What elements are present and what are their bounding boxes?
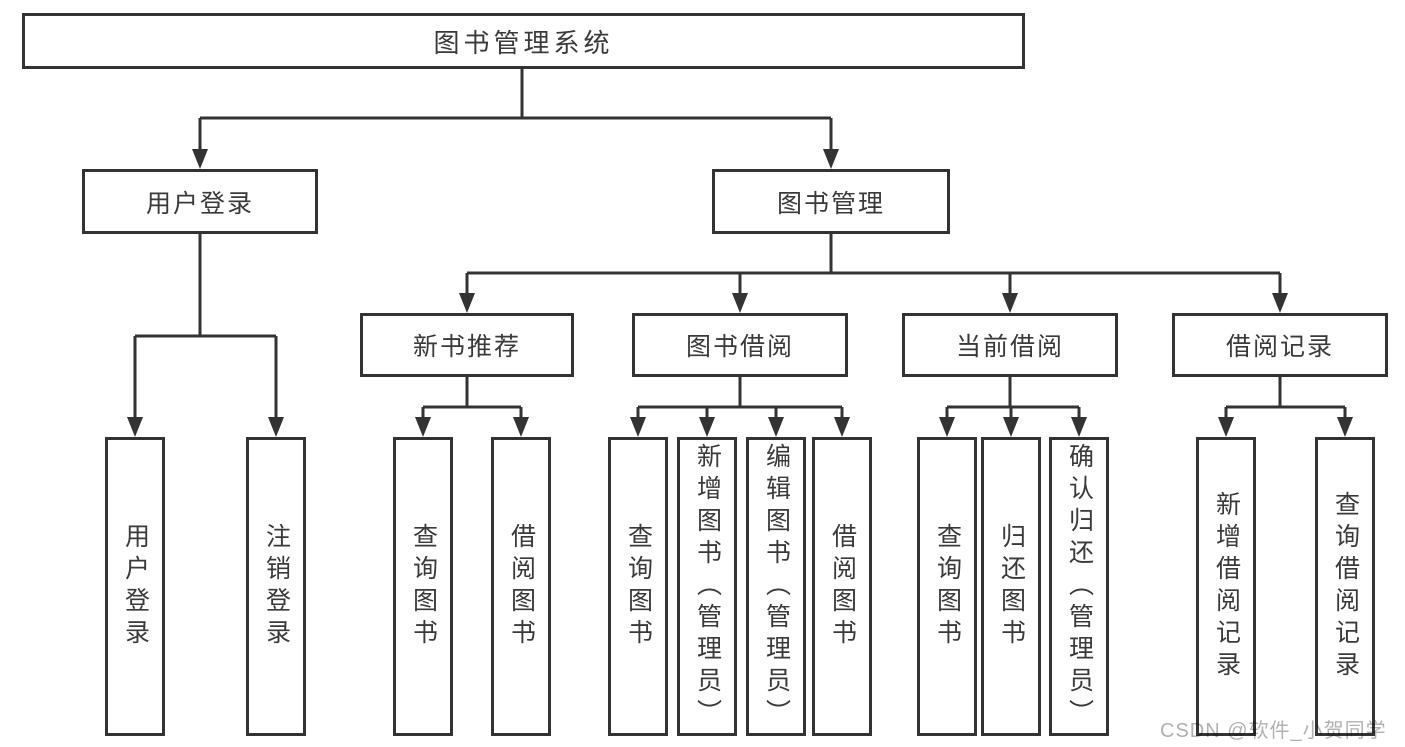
node-leaf-bb-query-book-label: 查询图书: [624, 522, 653, 651]
node-leaf-rec-query-book: 查询图书: [393, 437, 453, 736]
connector-book-mgmt-children: [459, 234, 1288, 313]
node-leaf-cb-confirm-return-label: 确认归还（管理员）: [1065, 442, 1094, 731]
connector-user-login-children: [127, 234, 284, 437]
node-leaf-rec-query-book-label: 查询图书: [409, 522, 438, 651]
node-leaf-bb-borrow-book: 借阅图书: [812, 437, 872, 736]
node-leaf-bb-add-book-label: 新增图书（管理员）: [693, 442, 722, 731]
node-leaf-cb-return-book: 归还图书: [981, 437, 1041, 736]
node-book-management: 图书管理: [712, 169, 950, 234]
node-leaf-cb-return-book-label: 归还图书: [997, 522, 1026, 651]
node-leaf-cb-confirm-return: 确认归还（管理员）: [1049, 437, 1109, 736]
node-leaf-cb-query-book: 查询图书: [917, 437, 977, 736]
node-leaf-br-query-record-label: 查询借阅记录: [1331, 490, 1360, 683]
connector-new-book-rec-children: [415, 377, 529, 437]
node-leaf-logout: 注销登录: [246, 437, 306, 736]
connector-root-to-level2: [192, 68, 839, 169]
node-leaf-bb-edit-book: 编辑图书（管理员）: [746, 437, 806, 736]
node-leaf-user-login: 用户登录: [105, 437, 165, 736]
node-leaf-bb-query-book: 查询图书: [608, 437, 668, 736]
node-current-borrowing: 当前借阅: [902, 313, 1118, 377]
node-leaf-br-query-record: 查询借阅记录: [1315, 437, 1375, 736]
node-leaf-bb-borrow-book-label: 借阅图书: [828, 522, 857, 651]
connector-book-borrow-children: [630, 377, 850, 437]
node-leaf-rec-borrow-book: 借阅图书: [491, 437, 551, 736]
connector-current-borrow-children: [939, 377, 1087, 437]
connector-borrow-records-children: [1218, 377, 1353, 437]
node-leaf-cb-query-book-label: 查询图书: [933, 522, 962, 651]
csdn-watermark: CSDN @软件_小贺同学: [1160, 720, 1387, 742]
node-leaf-user-login-label: 用户登录: [121, 522, 150, 651]
node-borrowing-records: 借阅记录: [1172, 313, 1388, 377]
node-leaf-br-add-record-label: 新增借阅记录: [1212, 490, 1241, 683]
node-new-book-recommendation: 新书推荐: [360, 313, 574, 377]
node-leaf-logout-label: 注销登录: [262, 522, 291, 651]
node-leaf-bb-edit-book-label: 编辑图书（管理员）: [762, 442, 791, 731]
node-library-system: 图书管理系统: [22, 13, 1025, 69]
node-book-borrowing: 图书借阅: [632, 313, 848, 377]
node-leaf-br-add-record: 新增借阅记录: [1196, 437, 1256, 736]
node-user-login: 用户登录: [82, 169, 318, 234]
node-leaf-rec-borrow-book-label: 借阅图书: [507, 522, 536, 651]
node-leaf-bb-add-book: 新增图书（管理员）: [677, 437, 737, 736]
